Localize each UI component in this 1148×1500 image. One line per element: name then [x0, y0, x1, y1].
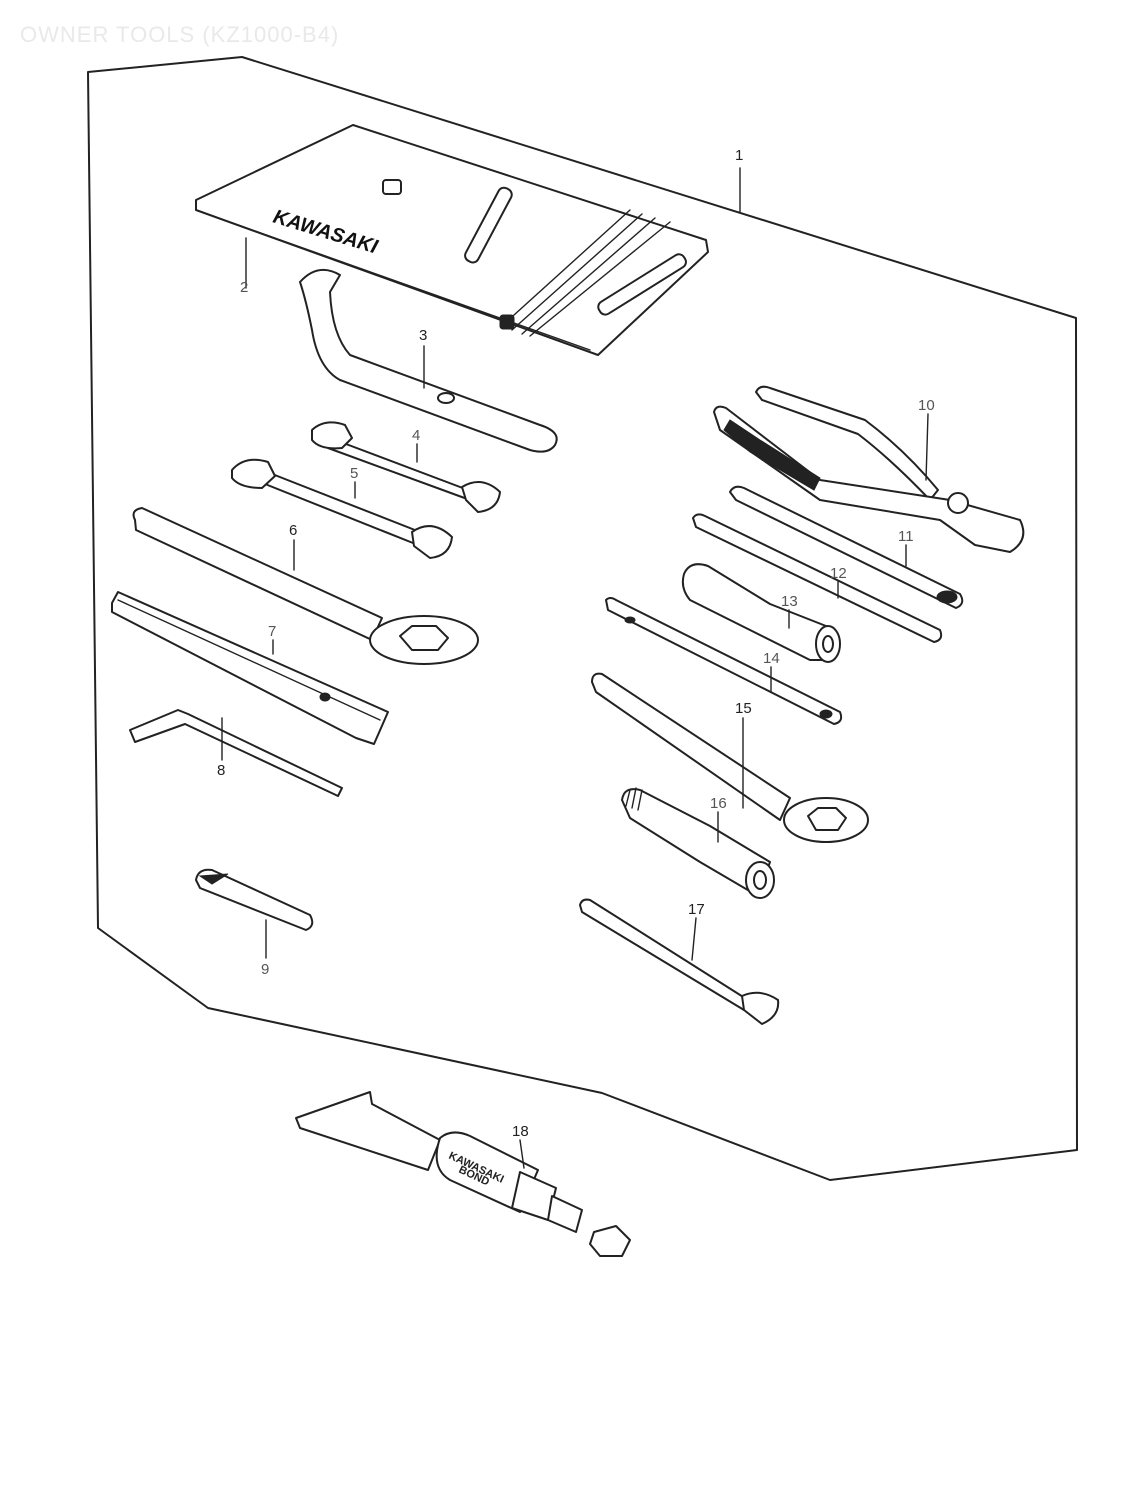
kawasaki-bond-tube-18: KAWASAKI BOND [295, 1091, 631, 1257]
screwdriver-handle-13 [681, 563, 841, 663]
callout-12: 12 [830, 565, 847, 582]
extension-bar-14 [605, 597, 843, 725]
page-title: OWNER TOOLS (KZ1000-B4) [20, 22, 340, 47]
callout-16: 16 [710, 795, 727, 812]
hex-key-8 [129, 709, 343, 797]
callout-11: 11 [898, 528, 914, 545]
callout-5: 5 [350, 465, 358, 482]
box-wrench-15 [591, 672, 869, 843]
callout-2: 2 [240, 279, 248, 296]
callout-10: 10 [918, 397, 935, 414]
callout-18: 18 [512, 1123, 529, 1140]
callout-3: 3 [419, 327, 427, 344]
screwdriver-12 [692, 513, 943, 643]
callout-17: 17 [688, 901, 705, 918]
tool-pouch: KAWASAKI [195, 124, 709, 356]
callout-14: 14 [763, 650, 780, 667]
hook-spanner [299, 268, 558, 453]
callout-8: 8 [217, 762, 225, 779]
flat-bar-tool-7 [111, 591, 389, 745]
callout-labels: 1 2 3 4 5 6 7 8 9 10 11 12 13 14 15 16 1… [217, 147, 935, 1140]
pliers-10 [713, 385, 1025, 553]
box-wrench-6 [132, 507, 479, 665]
callout-4: 4 [412, 427, 420, 444]
callout-9: 9 [261, 961, 269, 978]
callout-7: 7 [268, 623, 276, 640]
tool-9 [195, 868, 314, 931]
callout-1: 1 [735, 147, 743, 164]
open-end-wrench-17 [579, 898, 780, 1025]
spark-plug-socket-16 [621, 787, 775, 899]
screwdriver-11 [729, 485, 964, 609]
callout-13: 13 [781, 593, 798, 610]
open-end-wrench-5 [231, 458, 453, 559]
leader-lines [221, 167, 929, 1169]
open-end-wrench-4 [311, 421, 501, 513]
callout-15: 15 [735, 700, 752, 717]
callout-6: 6 [289, 522, 297, 539]
kit-boundary [87, 56, 1078, 1181]
